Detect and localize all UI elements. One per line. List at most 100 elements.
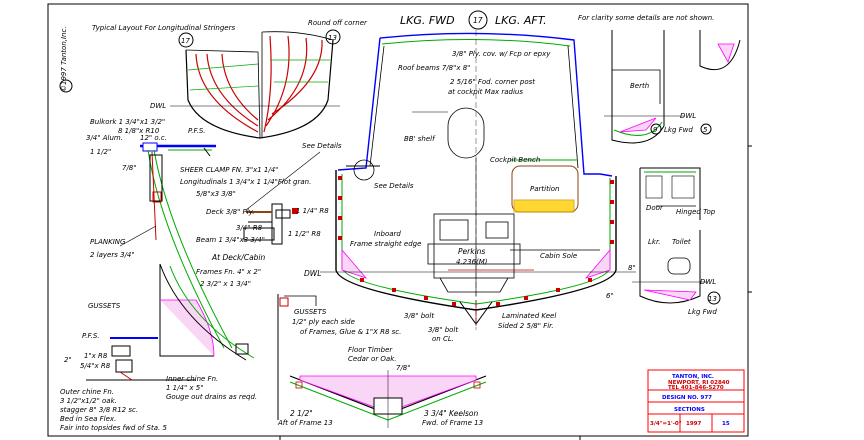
aft-frame-label: Aft of Frame 13 [277, 419, 333, 427]
door-label: Door [646, 204, 664, 212]
dim-58: 5/8"x3 3/8" [196, 190, 236, 198]
partition-label: Partition [530, 185, 560, 193]
dwl-right-1: DWL [680, 112, 696, 120]
sheer-clamp-detail [140, 142, 233, 349]
chine-detail [86, 263, 255, 381]
lkr-label: Lkr. [648, 238, 660, 246]
floor-timber-view [289, 370, 487, 428]
roof-beams-label: Roof beams 7/8"x 8" [398, 64, 470, 72]
frames-label: Frames Fn. 4" x 2" [196, 268, 261, 276]
see-details-2: See Details [374, 182, 414, 190]
frames-dims: 2 3/2" x 1 3/4" [200, 280, 251, 288]
scale-value: 3/4"=1'-0" [650, 421, 682, 427]
gouge-label: Gouge out drains as reqd. [166, 393, 257, 401]
gussets-label-mid: GUSSETS [294, 308, 327, 316]
planking-label: PLANKING [90, 238, 126, 246]
lkg-aft-label: LKG. AFT. [495, 14, 547, 27]
dim-8: 8" [628, 264, 636, 272]
sheer-clamp-label: SHEER CLAMP FN. 3"x1 1/4" [180, 166, 278, 174]
company-address-1: NEWPORT, RI 02840 [668, 380, 730, 386]
dim-1-1-2-r8: 1 1/2" R8 [288, 230, 321, 238]
dim-7-8: 7/8" [122, 164, 137, 172]
fair-into-label: Fair into topsides fwd of Sta. 5 [60, 424, 167, 432]
circle-13: 13 [328, 34, 337, 42]
stringer-layout-view: 17 13 DWL [150, 29, 341, 139]
dim-2-1-2: 2 1/2" [290, 409, 313, 418]
toilet-label: Toilet [672, 238, 691, 246]
company-address-2: TEL 401-846-5270 [668, 385, 724, 391]
keelson-label: 3 3/4" Keelson [424, 409, 479, 418]
bolt-label-2: 3/8" bolt [428, 326, 458, 334]
deck-ply-label: Deck 3/8" Ply. [206, 208, 255, 216]
dim-6: 6" [606, 292, 614, 300]
floor-timber-material: Cedar or Oak. [348, 355, 397, 363]
design-number: DESIGN NO. 977 [662, 395, 712, 401]
copyright-circle [59, 79, 73, 93]
hull-section [320, 30, 636, 330]
dwl-right-2: DWL [700, 278, 716, 286]
frame-straight-label: Frame straight edge [350, 240, 421, 248]
lkg-fwd-label: LKG. FWD [400, 14, 455, 27]
gussets-note: 1/2" ply each side [292, 318, 355, 326]
sheet-title: SECTIONS [674, 407, 705, 413]
title-block [647, 369, 745, 433]
dim-2: 2" [64, 356, 72, 364]
dim-3-4: 3/4" R8 [236, 224, 263, 232]
berth-label: Berth [630, 82, 649, 90]
bed-in-label: Bed in Sea Flex. [60, 415, 116, 423]
beam-label: Beam 1 3/4"x3 3/4" [196, 236, 265, 244]
pfs-label-2: P.F.S. [82, 332, 100, 340]
gussets-note-2: of Frames, Glue & 1"X R8 sc. [300, 328, 401, 336]
lkg-fwd-13: Lkg Fwd [688, 308, 717, 316]
copyright-text: ©1997 Tanton,Inc. [60, 26, 68, 92]
roof-ply-label: 3/8" Ply. cov. w/ Fcp or epxy [452, 50, 551, 58]
inboard-label: Inboard [374, 230, 401, 238]
longitudinals-label: Longitudinals 1 3/4"x 1 1/4"Flot gran. [180, 178, 311, 186]
stagger-label: stagger 8" 3/8 R12 sc. [60, 406, 138, 414]
perkins-label: Perkins [458, 247, 485, 256]
dwl-left: DWL [150, 102, 166, 110]
outer-chine-dims: 3 1/2"x1/2" oak. [60, 397, 117, 405]
floor-timber-label: Floor Timber [348, 346, 393, 354]
typical-layout-note: Typical Layout For Longitudinal Stringer… [92, 24, 235, 32]
date-value: 1997 [686, 421, 701, 427]
spacing-label: 12" o.c. [140, 134, 167, 142]
perkins-model: 4.236(M) [456, 258, 488, 266]
round-corner-note: Round off corner [308, 19, 368, 27]
corner-post-label-2: at cockpit Max radius [448, 88, 523, 96]
hinged-top-label: Hinged Top [676, 208, 716, 216]
circle-5-number: 5 [703, 126, 708, 134]
circle-17: 17 [181, 37, 190, 45]
see-details-1: See Details [302, 142, 342, 150]
clarity-note: For clarity some details are not shown. [578, 14, 714, 22]
gussets-label-left: GUSSETS [88, 302, 121, 310]
cockpit-bench-label: Cockpit Bench [490, 156, 540, 164]
alum-label: 3/4" Alum. [86, 134, 123, 142]
bulkork-label: Bulkork 1 3/4"x1 3/2" [90, 118, 165, 126]
station-number: 17 [473, 16, 483, 25]
circle-13-right: 13 [708, 295, 717, 303]
deck-cabin-detail [243, 203, 298, 245]
sheet-number: 15 [722, 421, 730, 427]
dim-1-1-4: 1 1/4" R8 [296, 207, 329, 215]
gusset-frame-detail [277, 294, 317, 420]
inner-chine-label: Inner chine Fn. [166, 375, 218, 383]
circle-9-number: 9 [653, 126, 658, 134]
keelson-label-2: Fwd. of Frame 13 [422, 419, 483, 427]
sheet-border [47, 3, 749, 437]
lkg-fwd-9: Lkg Fwd [664, 126, 693, 134]
dim-1-r8: 1"x R8 [84, 352, 108, 360]
at-deck-label: At Deck/Cabin [211, 253, 266, 262]
bolt-label-1: 3/8" bolt [404, 312, 434, 320]
dim-s3: 5/4"x R8 [80, 362, 111, 370]
cabin-sole-label: Cabin Sole [540, 252, 577, 260]
section-9-view [604, 30, 741, 144]
pfs-label: P.F.S. [188, 127, 206, 135]
planking-layers: 2 layers 3/4" [90, 251, 135, 259]
corner-post-label: 2 5/16" Fod. corner post [450, 78, 535, 86]
company-name: TANTON, INC. [672, 374, 714, 380]
on-cl-label: on CL. [432, 335, 454, 343]
pfs-dims: 8 1/8"x R10 [118, 127, 160, 135]
bb-shelf-label: BB' shelf [404, 135, 436, 143]
